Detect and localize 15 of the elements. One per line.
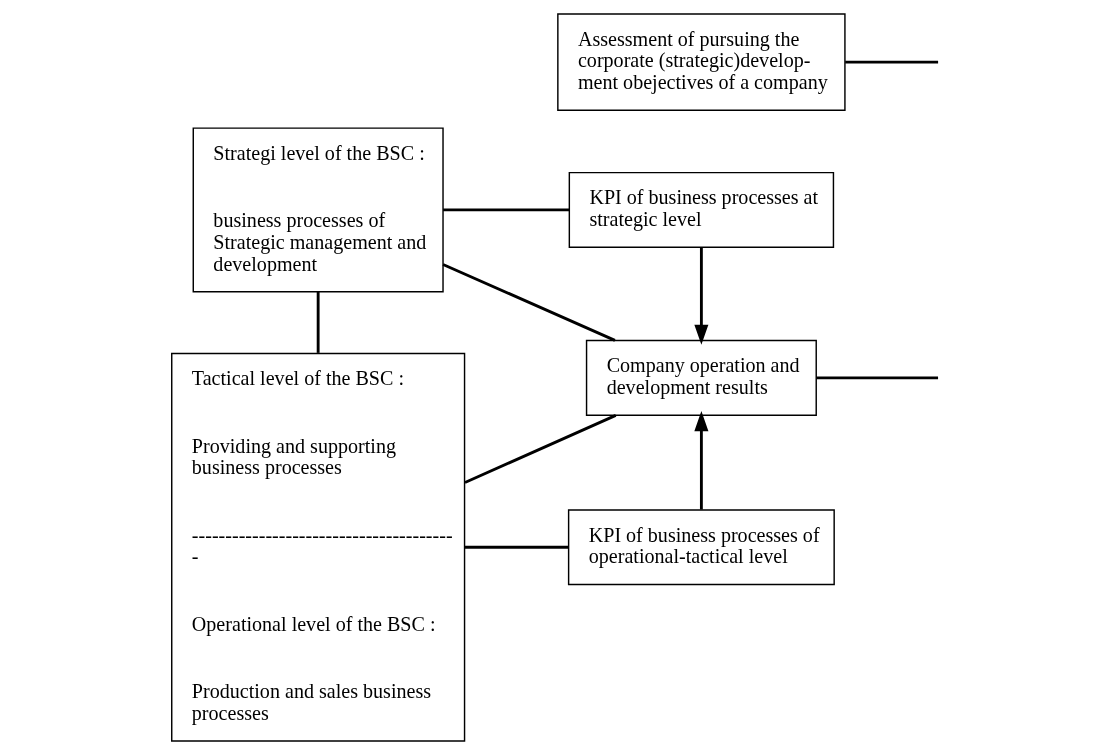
connector bbox=[815, 376, 938, 380]
connector bbox=[844, 60, 938, 64]
connector bbox=[442, 263, 615, 342]
node-box: Assessment of pursuing the corporate (strategic)develop- ment obejectives of a company bbox=[556, 13, 846, 111]
arrow bbox=[693, 247, 708, 345]
node-box: Company operation and development results bbox=[585, 339, 817, 416]
node-box: Tactical level of the BSC : Providing and supporting business processes --------------------------------------- - Operational level of the BSC : Production and sales business processes bbox=[170, 352, 465, 742]
node-box: KPI of business processes of operational-tactical level bbox=[567, 509, 835, 586]
node-box: KPI of business processes at strategic level bbox=[568, 171, 834, 248]
node-box: Strategi level of the BSC : business processes of Strategic management and development bbox=[192, 127, 444, 293]
connector bbox=[442, 208, 569, 212]
connector bbox=[463, 414, 616, 484]
connector bbox=[464, 545, 568, 549]
arrow bbox=[693, 411, 708, 510]
connector bbox=[316, 292, 320, 353]
